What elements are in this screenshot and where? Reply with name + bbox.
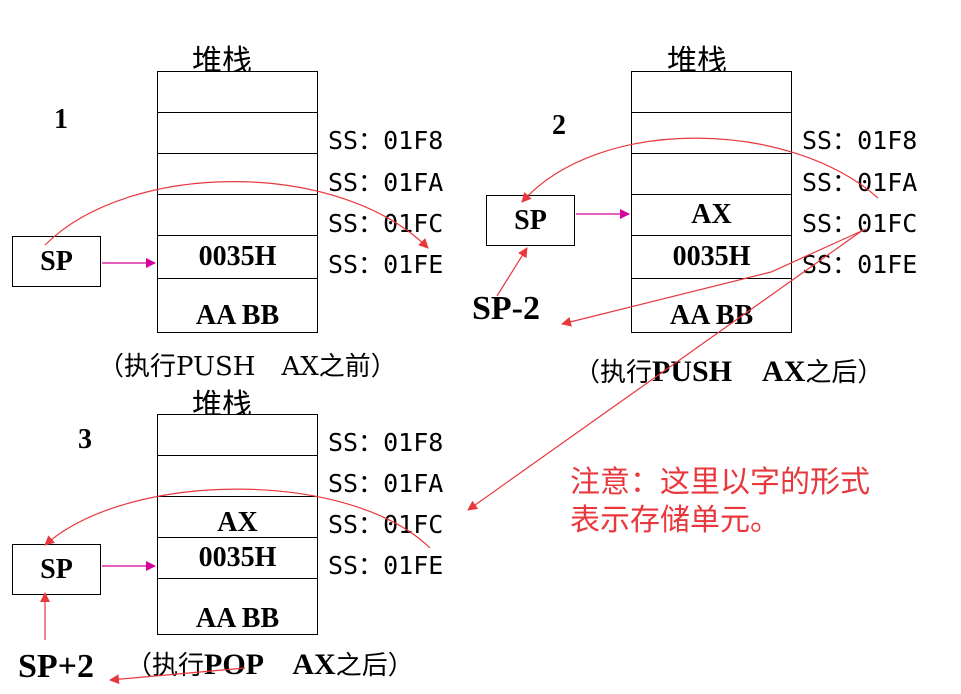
panel3-cell-2: AX [158,497,317,538]
panel1-stack: 0035H AA BB [157,71,318,333]
panel1-sp-curve-arrow [44,181,429,249]
panel2-caption-bold: PUSH AX [652,355,806,388]
panel3-caption: （执行POP AX之后） [126,639,414,683]
panel2-sp-minus-arrow [496,247,528,297]
panel3-sp-curve-arrow [44,488,431,549]
panel3-address-01f8: SS：01F8 [328,428,444,457]
panel2-address-01fc: SS：01FC [802,209,918,238]
note-annotation: 注意：这里以字的形式 表示存储单元。 [570,464,870,540]
panel2-sp-change-label: SP-2 [472,290,540,327]
panel1-address-01f8: SS：01F8 [328,126,444,155]
panel2-cell-0 [632,72,791,113]
panel3-sp-plus-arrow [109,667,246,685]
panel3-caption-prefix: （执行 [126,651,205,681]
panel1-cell-3 [158,195,317,236]
panel2-cell-5: AA BB [669,299,754,331]
panel2-caption-suffix: 之后） [805,358,884,388]
note-line-1: 注意：这里以字的形式 [570,465,870,500]
panel3-cell-0 [158,415,317,456]
note-line-2: 表示存储单元。 [570,503,780,538]
panel2-cell-2 [632,154,791,195]
panel1-number: 1 [54,104,68,135]
panel1-cell-1 [158,113,317,154]
panel3-caption-suffix: 之后） [335,651,414,681]
panel1-address-01fc: SS：01FC [328,209,444,238]
panel2-number: 2 [552,110,566,141]
panel2-cell-1 [632,113,791,154]
panel1-address-01fe: SS：01FE [328,250,444,279]
panel2-address-01fe: SS：01FE [802,250,918,279]
panel3-cell-4: AA BB [195,602,280,634]
panel1-cell-0 [158,72,317,113]
panel1-sp-register: SP [12,236,101,287]
panel1-address-01fa: SS：01FA [328,168,444,197]
panel1-cell-2 [158,154,317,195]
panel2-stack: AX 0035H AA BB [631,71,792,333]
panel3-sp-change-label: SP+2 [18,648,95,685]
panel1-caption-prefix: （执行PUSH [98,352,256,382]
panel2-to-panel3-arrow [467,229,864,511]
panel2-cell-3: AX [632,195,791,236]
panel3-caption-bold: POP AX [204,648,336,681]
panel1-caption-suffix: AX之前） [255,352,397,382]
panel2-caption-prefix: （执行 [574,358,653,388]
panel3-cell-3: 0035H [158,538,317,579]
panel2-cell-4: 0035H [632,236,791,279]
panel2-sp-curve-arrow [521,137,879,203]
panel3-number: 3 [78,424,92,455]
panel1-caption: （执行PUSH AX之前） [98,346,397,383]
panel1-cell-4: 0035H [158,236,317,279]
panel2-address-01f8: SS：01F8 [802,126,918,155]
panel3-address-01fc: SS：01FC [328,510,444,539]
panel2-address-01fa: SS：01FA [802,168,918,197]
panel1-cell-5: AA BB [195,299,280,331]
panel3-stack: AX 0035H AA BB [157,414,318,635]
panel2-return-arrow [561,228,867,327]
panel3-address-01fe: SS：01FE [328,551,444,580]
panel2-caption: （执行PUSH AX之后） [574,346,883,390]
panel3-address-01fa: SS：01FA [328,469,444,498]
panel3-sp-register: SP [12,544,101,595]
panel3-cell-1 [158,456,317,497]
